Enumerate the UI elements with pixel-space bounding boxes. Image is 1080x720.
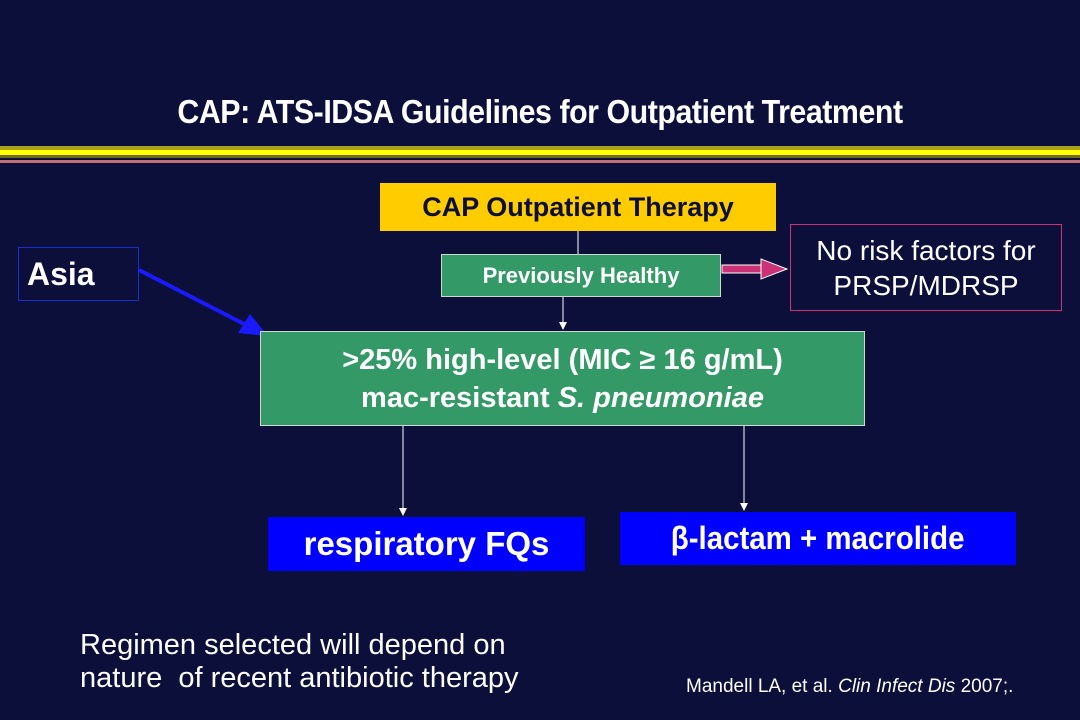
respiratory-fq-box: respiratory FQs (268, 517, 585, 571)
citation-author: Mandell LA, et al. (686, 676, 839, 697)
note-line-1: Regimen selected will depend on (80, 629, 506, 661)
citation: Mandell LA, et al. Clin Infect Dis 2007;… (686, 676, 1013, 698)
slide-title: CAP: ATS-IDSA Guidelines for Outpatient … (177, 93, 903, 130)
note-line-2: nature of recent antibiotic therapy (80, 662, 519, 694)
divider-band-olive (0, 155, 1080, 158)
resistance-prefix: mac-resistant (361, 381, 558, 414)
divider-band-yellow (0, 150, 1080, 155)
asia-arrow (138, 268, 268, 336)
therapy-box: CAP Outpatient Therapy (380, 183, 776, 231)
divider-band-top (0, 146, 1080, 150)
pink-arrow (721, 258, 789, 280)
resistance-box: >25% high-level (MIC ≥ 16 g/mL) mac-resi… (260, 331, 865, 426)
resistance-line-1: >25% high-level (MIC ≥ 16 g/mL) (342, 343, 783, 376)
divider-band-pink (0, 160, 1080, 163)
resistance-line-2: mac-resistant S. pneumoniae (361, 379, 764, 417)
citation-year: 2007;. (955, 676, 1014, 697)
previously-healthy-box: Previously Healthy (441, 254, 721, 297)
risk-line-2: PRSP/MDRSP (833, 269, 1019, 301)
beta-lactam-label: β-lactam + macrolide (671, 520, 965, 556)
risk-factors-box: No risk factors for PRSP/MDRSP (790, 224, 1062, 311)
citation-journal: Clin Infect Dis (838, 676, 956, 697)
asia-box: Asia (18, 247, 139, 301)
beta-lactam-box: β-lactam + macrolide (620, 512, 1016, 565)
risk-line-1: No risk factors for (816, 234, 1036, 266)
regimen-note: Regimen selected will depend on nature o… (80, 629, 518, 695)
organism-name: S. pneumoniae (557, 381, 764, 414)
